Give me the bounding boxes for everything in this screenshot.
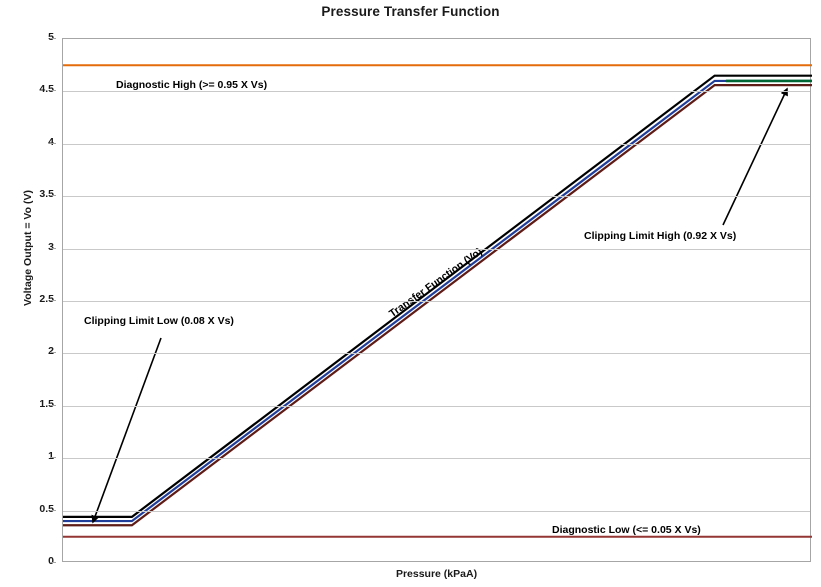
gridline [63,196,810,198]
y-axis-tick-label: 3.5 [39,188,54,201]
chart-title: Pressure Transfer Function [321,4,500,19]
y-axis-tick-mark [50,38,56,39]
y-axis-tick-mark [50,142,56,144]
y-axis-tick-labels: 5 4.5 4 3.5 3 2.5 2 1.5 1 0.5 0 [0,31,56,567]
gridline [63,143,810,145]
gridline [63,510,810,512]
series-line-transfer-function-lower-tolerance [63,84,812,527]
y-axis-tick-mark [50,509,56,511]
plot-area: Diagnostic High (>= 0.95 X Vs) Clipping … [62,38,812,562]
y-axis-tick-mark [50,352,56,354]
series-overlay [63,64,812,538]
y-axis-tick-mark [50,247,56,249]
clipping-limit-high-label-arrow [722,87,788,226]
gridline [63,458,810,460]
y-axis-tick-label: 4 [48,135,54,148]
y-axis-tick-label: 1.5 [39,397,54,410]
y-axis-tick-label: 0.5 [39,502,54,515]
x-axis-title: Pressure (kPaA) [395,568,478,580]
y-axis-tick-label: 3 [48,240,54,253]
y-axis-tick-label: 0 [48,555,54,567]
gridline [63,353,810,355]
y-axis-tick-mark [50,404,56,406]
gridline [63,301,810,302]
y-axis-tick-label: 4.5 [39,83,54,96]
diagnostic-low-label: Diagnostic Low (<= 0.05 X Vs) [552,524,701,536]
y-axis-tick-label: 2 [48,345,54,358]
clipping-limit-low-label: Clipping Limit Low (0.08 X Vs) [84,315,234,327]
gridline [63,405,810,407]
y-axis-tick-mark [50,457,56,459]
clipping-limit-high-label: Clipping Limit High (0.92 X Vs) [584,230,737,242]
y-axis-tick-label: 5 [48,31,54,43]
y-axis-tick-mark [50,195,56,197]
y-axis-tick-mark [50,562,56,563]
diagnostic-high-label: Diagnostic High (>= 0.95 X Vs) [116,79,268,91]
y-axis-tick-label: 1 [48,450,54,463]
series-line-transfer-function-upper-tolerance [63,74,812,518]
clipping-limit-low-label-arrow [91,337,162,524]
y-axis-tick-mark [50,300,56,301]
y-axis-tick-label: 2.5 [39,293,54,305]
y-axis-tick-mark [50,90,56,92]
gridline [63,91,810,93]
gridline [63,248,810,250]
